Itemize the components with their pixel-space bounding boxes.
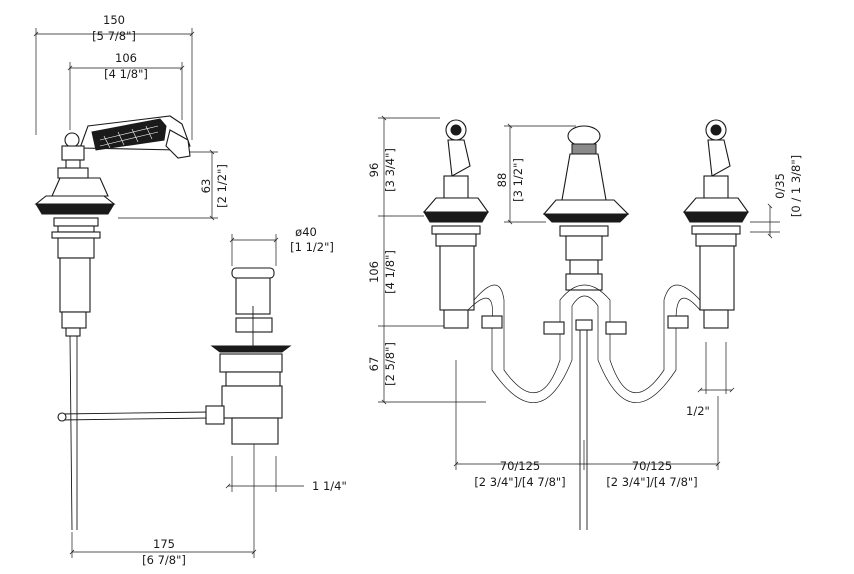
dim-106-inch: [4 1/8"] [104, 67, 148, 81]
mixer-side-view [34, 115, 191, 531]
dim-center-left-mm: 70/125 [500, 459, 540, 473]
dim-40-inch: [1 1/2"] [290, 240, 334, 254]
dim-175-mm: 175 [153, 537, 175, 551]
dim-center-left-inch: [2 3/4"]/[4 7/8"] [474, 475, 565, 489]
dim-63-inch: [2 1/2"] [215, 164, 229, 208]
dim-40-mm: ø40 [295, 225, 317, 239]
dim-88-mm: 88 [495, 173, 509, 188]
dimension-labels: 150 [5 7/8"] 106 [4 1/8"] 63 [2 1/2"] ø4… [92, 13, 803, 567]
dim-connection: 1/2" [686, 404, 710, 418]
dim-center-right-inch: [2 3/4"]/[4 7/8"] [606, 475, 697, 489]
dim-deck-inch: [0 / 1 3/8"] [789, 155, 803, 217]
dim-67-inch: [2 5/8"] [383, 342, 397, 386]
dim-96-mm: 96 [367, 163, 381, 178]
dim-96-inch: [3 3/4"] [383, 148, 397, 192]
dim-63-mm: 63 [199, 179, 213, 194]
dim-shank-inch: [4 1/8"] [383, 250, 397, 294]
three-hole-mixer [422, 119, 750, 530]
dim-88-inch: [3 1/2"] [511, 158, 525, 202]
dim-shank-mm: 106 [367, 261, 381, 283]
dim-150-mm: 150 [103, 13, 125, 27]
dim-outlet: 1 1/4" [312, 479, 347, 493]
dim-150-inch: [5 7/8"] [92, 29, 136, 43]
dim-106-mm: 106 [115, 51, 137, 65]
popup-waste [57, 267, 292, 445]
dim-deck-mm: 0/35 [773, 173, 787, 199]
dimension-lines [33, 28, 780, 558]
dim-67-mm: 67 [367, 357, 381, 372]
dim-center-right-mm: 70/125 [632, 459, 672, 473]
dim-175-inch: [6 7/8"] [142, 553, 186, 567]
